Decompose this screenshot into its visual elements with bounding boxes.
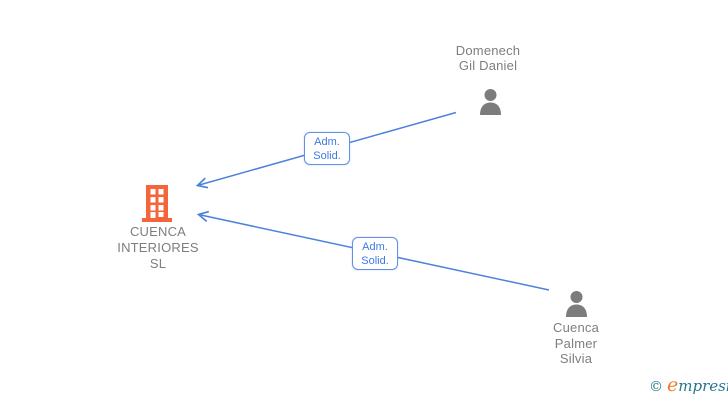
company-node-cuenca-interiores[interactable]: CUENCA INTERIORES SL xyxy=(117,224,198,272)
edge-label-line: Solid. xyxy=(361,254,389,267)
person-name-line: Gil Daniel xyxy=(458,58,518,73)
person-node-domenech-gil-daniel[interactable]: Domenech Gil Daniel xyxy=(456,43,520,73)
company-name-line: SL xyxy=(149,256,167,271)
copyright-icon: © xyxy=(649,379,663,395)
person-name-line: Palmer xyxy=(554,335,598,351)
company-name-line: CUENCA xyxy=(129,224,187,239)
brand-initial: e xyxy=(667,374,679,396)
edge-label-line: Adm. xyxy=(314,135,340,148)
person-name-line: Silvia xyxy=(559,351,593,366)
person-icon[interactable] xyxy=(562,290,591,317)
edge-label-adm-solid-domenech[interactable]: Adm. Solid. xyxy=(304,132,350,165)
person-node-cuenca-palmer-silvia[interactable]: Cuenca Palmer Silvia xyxy=(553,320,599,367)
person-icon[interactable] xyxy=(476,88,505,115)
brand-name: mpresia xyxy=(678,377,728,395)
building-icon[interactable] xyxy=(142,185,172,222)
person-name-line: Domenech xyxy=(455,43,521,58)
person-name-line: Cuenca xyxy=(552,320,600,335)
edge-label-adm-solid-silvia[interactable]: Adm. Solid. xyxy=(352,237,398,270)
company-name-line: INTERIORES xyxy=(117,240,199,255)
edge-label-line: Solid. xyxy=(313,149,341,162)
edge-label-line: Adm. xyxy=(362,240,388,253)
empresia-logo[interactable]: © e mpresia xyxy=(649,374,728,396)
